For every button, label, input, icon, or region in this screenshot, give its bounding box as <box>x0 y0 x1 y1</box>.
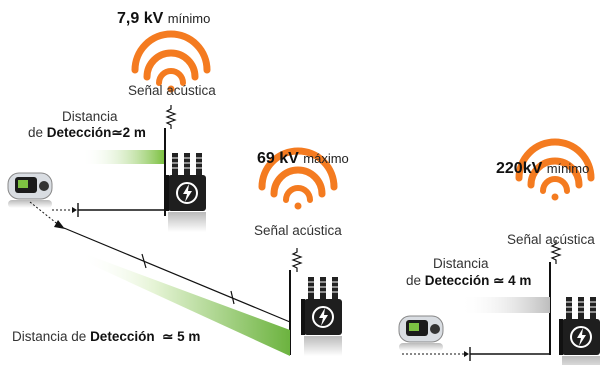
transformer-icon-3 <box>558 296 601 365</box>
voltage-label-2: 69 kV máximo <box>257 150 349 167</box>
detection-distance-label-2: Distancia de Detección ≃ 5 m <box>12 329 201 344</box>
detection-beam-3 <box>460 297 550 313</box>
transformer-icon-2 <box>300 276 343 357</box>
detection-beam-1 <box>82 150 164 164</box>
voltage-label-1: 7,9 kV mínimo <box>117 10 211 27</box>
detection-beam-2 <box>80 252 290 356</box>
distance-line-2 <box>63 227 291 323</box>
acoustic-signal-label-3: Señal acústica <box>507 232 595 247</box>
detection-distance-line1-3: Distancia <box>433 256 489 271</box>
acoustic-signal-label-2: Señal acústica <box>254 223 342 238</box>
sensor-lead-icon-2 <box>292 247 302 273</box>
detection-distance-label-1: de Detección≃2 m <box>28 125 146 140</box>
acoustic-signal-label-1: Señal acústica <box>128 83 216 98</box>
voltage-label-3: 220kV mínimo <box>496 160 590 177</box>
sensor-lead-icon <box>166 104 176 130</box>
detector-device-icon-3 <box>398 315 444 352</box>
detection-distance-label-3: de Detección ≃ 4 m <box>406 273 532 288</box>
transformer-icon <box>164 152 207 233</box>
detector-device-icon <box>7 172 53 209</box>
detection-distance-line1-1: Distancia <box>62 109 118 124</box>
